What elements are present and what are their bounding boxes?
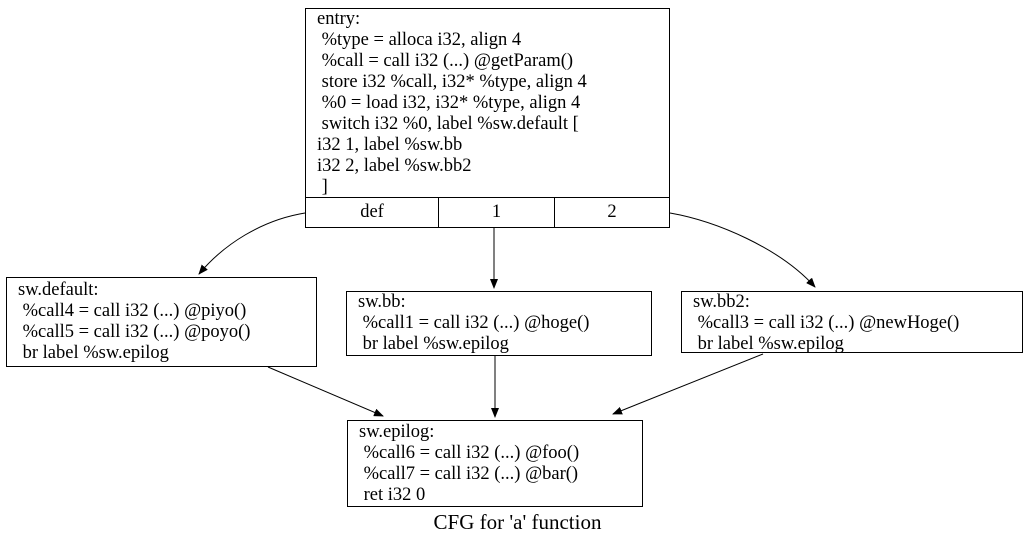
code-line: entry: [317,9,361,29]
sw-bb2-code-block: sw.bb2: %call3 = call i32 (...) @newHoge… [682,292,1022,355]
code-line: %call4 = call i32 (...) @piyo() [18,301,247,321]
cfg-node-sw-bb: sw.bb: %call1 = call i32 (...) @hoge() b… [346,291,652,356]
cfg-node-sw-default: sw.default: %call4 = call i32 (...) @piy… [6,277,317,367]
entry-ports-row: def 1 2 [306,197,669,227]
edge-entry-2-to-sw-bb2 [669,212,816,288]
code-line: sw.bb: [358,292,406,312]
code-line: %0 = load i32, i32* %type, align 4 [317,93,581,113]
code-line: ret i32 0 [359,485,426,505]
code-line: %call = call i32 (...) @getParam() [317,51,574,71]
sw-epilog-code-block: sw.epilog: %call6 = call i32 (...) @foo(… [348,421,642,506]
code-line: %call7 = call i32 (...) @bar() [359,464,579,484]
code-line: %call6 = call i32 (...) @foo() [359,443,580,463]
code-line: %call5 = call i32 (...) @poyo() [18,322,251,342]
cfg-node-sw-bb2: sw.bb2: %call3 = call i32 (...) @newHoge… [681,291,1023,355]
code-line: %call3 = call i32 (...) @newHoge() [693,313,960,333]
code-line: %call1 = call i32 (...) @hoge() [358,313,590,333]
entry-code-block: entry: %type = alloca i32, align 4 %call… [306,9,669,198]
sw-default-code-block: sw.default: %call4 = call i32 (...) @piy… [7,278,316,364]
code-line: br label %sw.epilog [18,343,169,363]
code-line: sw.bb2: [693,292,750,312]
code-line: ] [317,177,328,197]
cfg-node-entry: entry: %type = alloca i32, align 4 %call… [305,8,670,228]
entry-port-def: def [360,202,384,222]
edge-entry-def-to-sw-default [198,212,306,275]
entry-port-2: 2 [554,198,669,227]
code-line: switch i32 %0, label %sw.default [ [317,114,579,134]
code-line: sw.default: [18,280,99,300]
code-line: sw.epilog: [359,422,435,442]
code-line: br label %sw.epilog [693,334,844,354]
cfg-node-sw-epilog: sw.epilog: %call6 = call i32 (...) @foo(… [347,420,643,507]
code-line: br label %sw.epilog [358,334,509,354]
edge-sw-default-to-sw-epilog [267,366,384,417]
sw-bb-code-block: sw.bb: %call1 = call i32 (...) @hoge() b… [347,292,651,355]
code-line: store i32 %call, i32* %type, align 4 [317,72,587,92]
code-line: i32 1, label %sw.bb [317,135,463,155]
graph-caption: CFG for 'a' function [433,510,602,534]
edge-sw-bb2-to-sw-epilog [612,353,764,415]
code-line: i32 2, label %sw.bb2 [317,156,472,176]
code-line: %type = alloca i32, align 4 [317,30,522,50]
entry-port-1: 1 [438,198,554,227]
